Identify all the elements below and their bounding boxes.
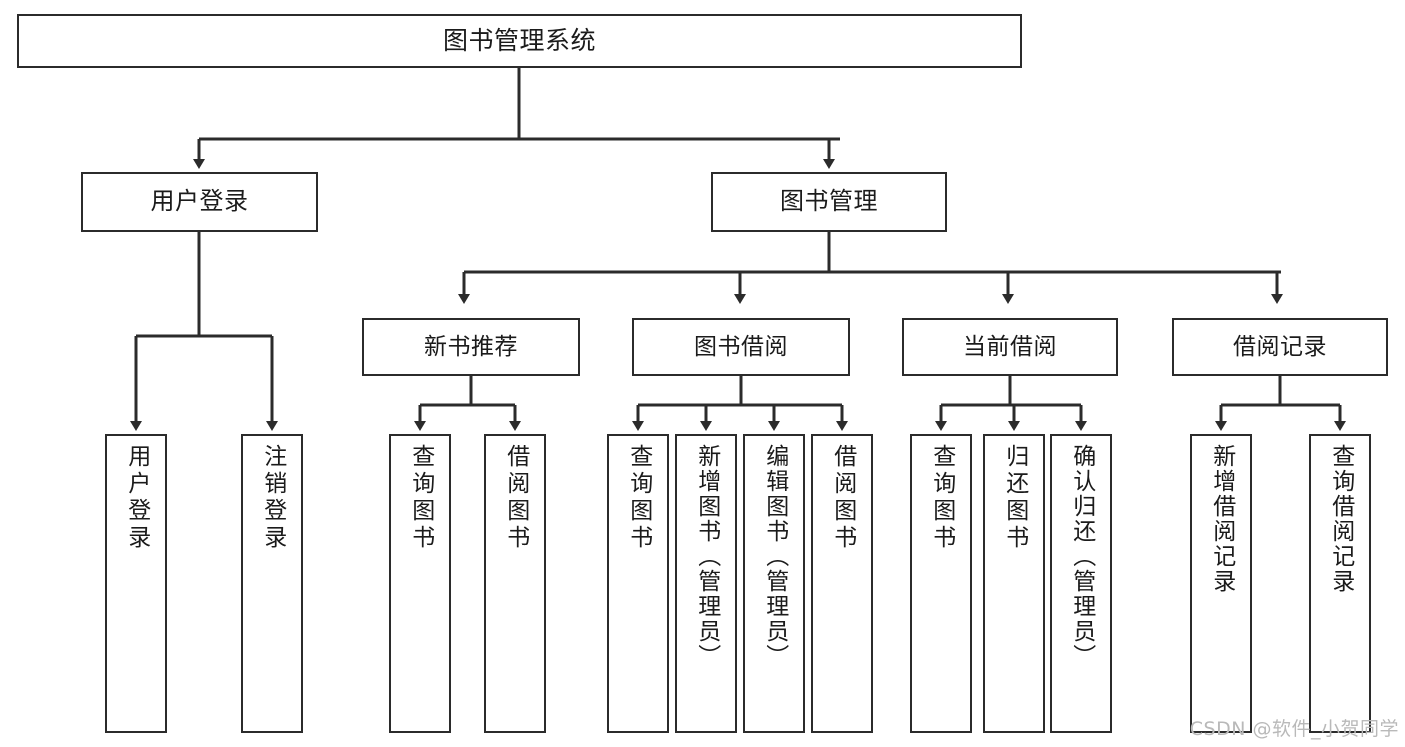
node-book-borrow[interactable]: 图书借阅: [632, 318, 850, 376]
node-borrow-record[interactable]: 借阅记录: [1172, 318, 1388, 376]
node-user-login[interactable]: 用户登录: [81, 172, 318, 232]
node-user-login-label: 用户登录: [150, 187, 249, 216]
leaf-node-label: 编辑图书（管理员）: [761, 444, 788, 669]
watermark: CSDN @软件_小贺同学: [1189, 718, 1399, 740]
leaf-node-label: 新增图书（管理员）: [693, 444, 720, 669]
node-book-management-label: 图书管理: [780, 187, 878, 216]
leaf-node[interactable]: 确认归还（管理员）: [1050, 434, 1112, 733]
leaf-node[interactable]: 借阅图书: [484, 434, 546, 733]
leaf-node-label: 确认归还（管理员）: [1068, 444, 1095, 669]
leaf-node[interactable]: 用户登录: [105, 434, 167, 733]
node-root-label: 图书管理系统: [442, 25, 596, 55]
leaf-node[interactable]: 查询借阅记录: [1309, 434, 1371, 733]
leaf-node[interactable]: 查询图书: [389, 434, 451, 733]
leaf-node[interactable]: 查询图书: [910, 434, 972, 733]
node-current-borrow[interactable]: 当前借阅: [902, 318, 1118, 376]
leaf-node-label: 用户登录: [123, 444, 150, 552]
leaf-node[interactable]: 借阅图书: [811, 434, 873, 733]
leaf-node-label: 查询借阅记录: [1327, 444, 1354, 594]
leaf-node[interactable]: 新增图书（管理员）: [675, 434, 737, 733]
leaf-node[interactable]: 新增借阅记录: [1190, 434, 1252, 733]
node-new-book-recommend-label: 新书推荐: [424, 333, 518, 360]
leaf-node-label: 查询图书: [928, 444, 955, 552]
leaf-node-label: 新增借阅记录: [1208, 444, 1235, 594]
leaf-node[interactable]: 查询图书: [607, 434, 669, 733]
node-book-management[interactable]: 图书管理: [711, 172, 947, 232]
node-book-borrow-label: 图书借阅: [694, 333, 788, 360]
node-new-book-recommend[interactable]: 新书推荐: [362, 318, 580, 376]
leaf-node-label: 归还图书: [1001, 444, 1028, 552]
leaf-node-label: 查询图书: [407, 444, 434, 552]
node-current-borrow-label: 当前借阅: [963, 333, 1057, 360]
leaf-node[interactable]: 编辑图书（管理员）: [743, 434, 805, 733]
leaf-node-label: 借阅图书: [502, 444, 529, 552]
node-borrow-record-label: 借阅记录: [1233, 333, 1327, 360]
leaf-node-label: 注销登录: [259, 444, 286, 552]
node-root[interactable]: 图书管理系统: [17, 14, 1022, 68]
leaf-node[interactable]: 注销登录: [241, 434, 303, 733]
leaf-node-label: 借阅图书: [829, 444, 856, 552]
leaf-node[interactable]: 归还图书: [983, 434, 1045, 733]
leaf-node-label: 查询图书: [625, 444, 652, 552]
